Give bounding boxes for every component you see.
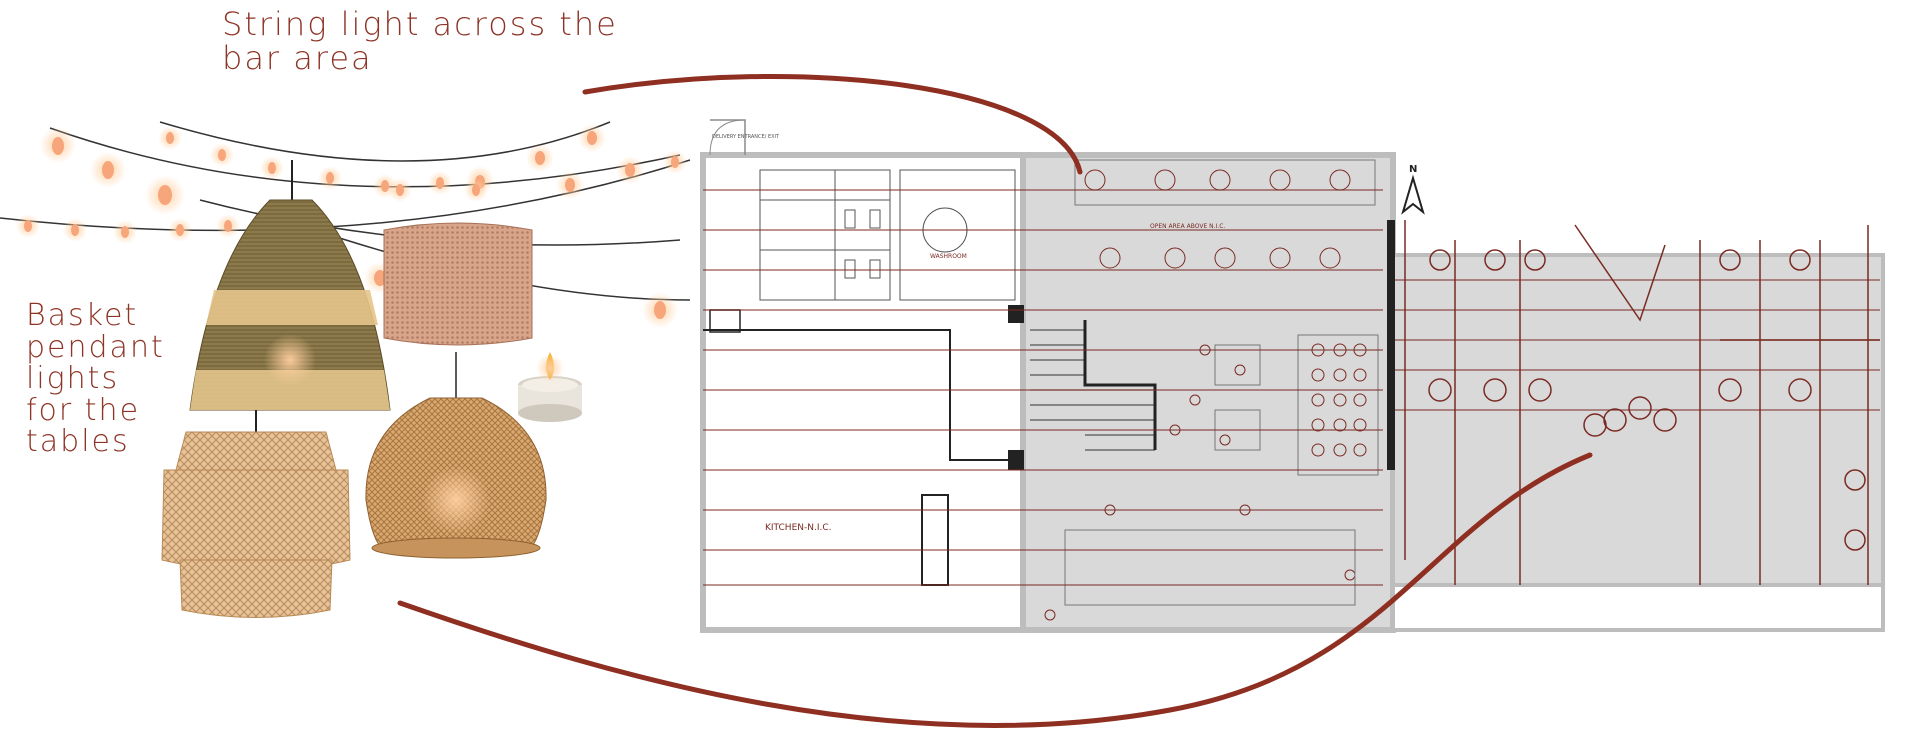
basket-pendant-annotation: Basket pendant lights for the tables [26,298,165,459]
annotation-connectors [397,73,1593,729]
floor-plan: DELIVERY ENTRANCE/ EXIT WASHROOM [700,119,1885,633]
kitchen-label: KITCHEN-N.I.C. [765,523,832,533]
north-arrow-icon: N [1401,164,1425,215]
string-lights-annotation: String light across the bar area [222,5,618,77]
rattan-drum-pendant [383,222,533,346]
string-light-bulb-icon [16,124,687,328]
rattan-tiered-pendant [161,410,351,618]
delivery-label: DELIVERY ENTRANCE/ EXIT [712,134,780,140]
north-label: N [1409,164,1417,175]
washroom-label: WASHROOM [930,253,967,260]
open-area-label: OPEN AREA ABOVE N.I.C. [1150,223,1225,230]
seagrass-bell-pendant [189,160,391,411]
tealight-candle-icon [518,352,582,422]
bamboo-gourd-pendant [365,352,547,559]
